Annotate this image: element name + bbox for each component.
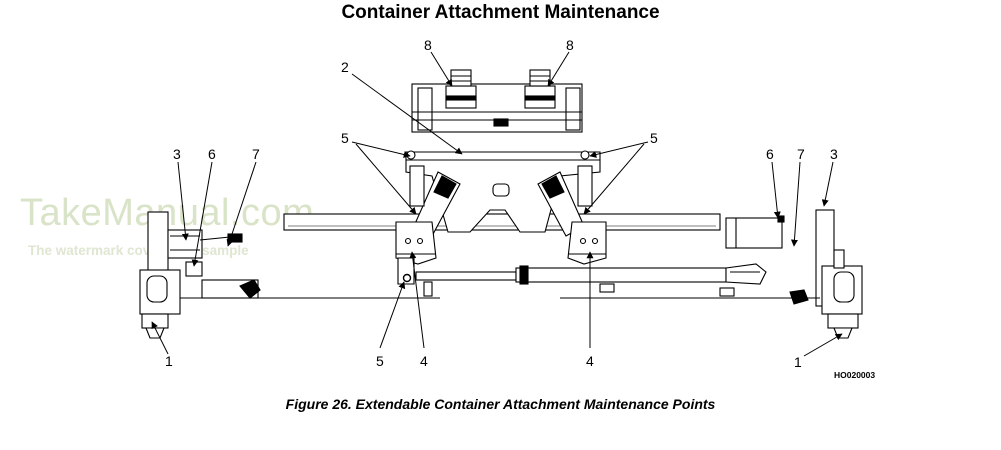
- control-box: [725, 217, 783, 249]
- callout-7-left: 7: [252, 146, 260, 162]
- callout-5-upper-right: 5: [650, 130, 658, 146]
- left-end-frame: [139, 211, 261, 339]
- callout-6-left: 6: [208, 146, 216, 162]
- leader-1-right: [803, 333, 843, 357]
- right-end-frame: [719, 209, 863, 339]
- leader-1-left: [151, 321, 169, 355]
- twistlock-housing-right: [524, 69, 556, 109]
- leader-2: [351, 73, 463, 155]
- leader-6-left: [191, 161, 213, 267]
- leader-3-left: [177, 161, 189, 241]
- callout-7-right: 7: [797, 146, 805, 162]
- bracket-right: [567, 221, 607, 265]
- leader-7-left: [226, 161, 257, 247]
- figure-id: HO020003: [834, 370, 876, 380]
- leader-3-right: [821, 161, 834, 207]
- lower-pin-left: [402, 273, 412, 283]
- callout-1-left: 1: [165, 353, 173, 369]
- leader-6-right: [771, 161, 781, 219]
- leader-4-left: [409, 251, 425, 349]
- twistlock-housing-left: [445, 69, 477, 109]
- leader-5-upper-left-b: [355, 143, 417, 215]
- extension-cylinder: [415, 263, 767, 297]
- callout-4-right: 4: [586, 353, 594, 369]
- leader-5-lower: [379, 281, 406, 349]
- callout-3-right: 3: [830, 146, 838, 162]
- callout-2: 2: [341, 59, 349, 75]
- leader-7-right: [790, 161, 801, 247]
- leader-8-right: [547, 51, 570, 87]
- diagram-title: Container Attachment Maintenance: [341, 2, 660, 23]
- main-beam: [283, 213, 721, 231]
- callout-6-right: 6: [766, 146, 774, 162]
- central-frame: [405, 151, 601, 233]
- callout-8-left: 8: [424, 37, 432, 53]
- callout-5-upper-left: 5: [341, 130, 349, 146]
- leader-8-left: [430, 51, 453, 87]
- callout-labels: 8 8 2 5 5 3 6 7 6 7 3 1 1 5 4 4: [165, 37, 838, 370]
- callout-5-lower: 5: [376, 353, 384, 369]
- figure-caption: Figure 26. Extendable Container Attachme…: [285, 396, 716, 412]
- callout-1-right: 1: [794, 354, 802, 370]
- callout-3-left: 3: [173, 146, 181, 162]
- machine-drawing: [139, 69, 863, 339]
- leader-5-upper-right-a: [589, 141, 649, 158]
- callout-leaders: [151, 51, 843, 357]
- callout-8-right: 8: [566, 37, 574, 53]
- leader-5-upper-left-a: [351, 141, 411, 158]
- callout-4-left: 4: [420, 353, 428, 369]
- leader-5-upper-right-b: [583, 143, 645, 215]
